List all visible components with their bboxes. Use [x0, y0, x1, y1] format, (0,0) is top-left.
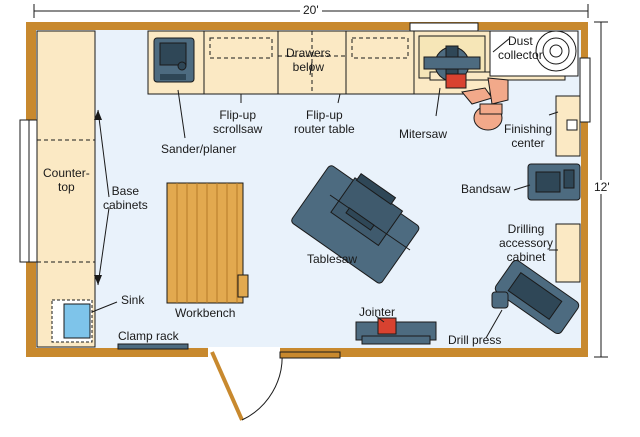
label-sink: Sink — [121, 293, 145, 307]
label-clamp-rack: Clamp rack — [118, 329, 179, 343]
label-bandsaw: Bandsaw — [461, 182, 511, 196]
drilling-cabinet — [555, 223, 581, 283]
workbench — [166, 182, 249, 304]
label-countertop: Counter-top — [43, 166, 90, 194]
drill-press — [491, 259, 580, 335]
label-sander-planer: Sander/planer — [161, 142, 237, 156]
label-jointer: Jointer — [359, 305, 396, 319]
label-tablesaw: Tablesaw — [307, 252, 358, 266]
clamp-rack — [117, 343, 189, 350]
scrollsaw-cabinet — [203, 30, 279, 95]
door-opening — [208, 347, 280, 358]
door-threshold — [279, 351, 341, 359]
door-swing-arc — [241, 351, 283, 421]
label-mitersaw: Mitersaw — [399, 127, 448, 141]
person-icon — [461, 77, 509, 131]
width-dimension: 20' — [300, 3, 322, 17]
router-table-cabinet — [345, 30, 415, 95]
tablesaw — [291, 165, 420, 284]
label-workbench: Workbench — [175, 306, 236, 320]
jointer — [355, 317, 437, 345]
leader-lines — [91, 37, 559, 339]
height-dimension: 12' — [591, 180, 613, 194]
right-window — [579, 57, 591, 123]
countertop — [36, 30, 96, 348]
door-leaf — [210, 351, 244, 421]
label-drill-press: Drill press — [448, 333, 502, 347]
sink-water — [63, 303, 91, 339]
top-window — [409, 22, 479, 32]
